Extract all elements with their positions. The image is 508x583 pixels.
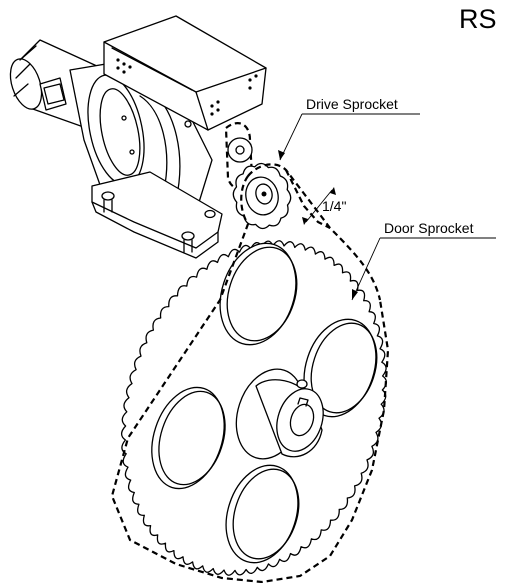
sprocket-hole-bottom (225, 464, 299, 564)
label-chain-slack: 1/4" (302, 187, 346, 225)
mounting-bolt (204, 209, 216, 219)
mounting-bolt (181, 231, 195, 253)
chain-slack-segment (285, 169, 331, 229)
set-screw (296, 379, 308, 389)
motor-operator-assembly (9, 15, 267, 259)
keyway (297, 397, 309, 407)
motor-junction-box (39, 77, 67, 111)
svg-text:Drive Sprocket: Drive Sprocket (306, 96, 398, 112)
svg-text:Door Sprocket: Door Sprocket (384, 220, 474, 236)
svg-text:1/4": 1/4" (322, 198, 346, 214)
motor-end-cap (9, 58, 43, 110)
corner-heading: RS (459, 4, 497, 34)
label-door-sprocket: Door Sprocket (351, 220, 496, 301)
mounting-bolt (101, 191, 115, 213)
limit-sprocket (227, 137, 253, 163)
sprocket-hole-top (219, 242, 297, 346)
terminal-strip (116, 58, 258, 116)
base-plate (91, 171, 223, 249)
drive-sprocket (232, 162, 292, 230)
control-box (103, 15, 267, 131)
door-sprocket-hub (235, 368, 324, 460)
conduit-knockout (184, 120, 192, 128)
door-sprocket (120, 240, 388, 576)
sprocket-hole-right (303, 318, 377, 418)
label-drive-sprocket: Drive Sprocket (278, 96, 420, 161)
